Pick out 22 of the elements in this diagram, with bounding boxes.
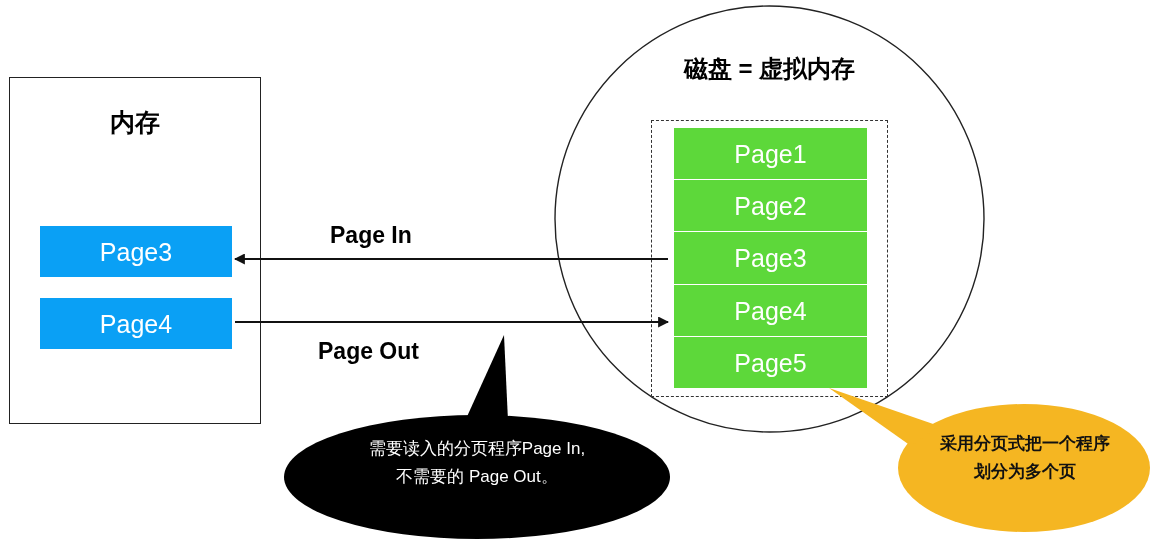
page-block <box>40 298 232 349</box>
page-label: Page3 <box>98 237 174 266</box>
page-block <box>674 285 867 336</box>
page-label: Page4 <box>98 309 174 338</box>
page-label: Page1 <box>733 139 808 168</box>
panel-title: 内存 <box>109 107 161 138</box>
callout-text: 需要读入的分页程序Page In,不需要的 Page Out。 <box>367 438 587 488</box>
page-block <box>674 337 867 388</box>
arrow <box>233 253 668 265</box>
page-label: Page3 <box>733 243 808 273</box>
page-label: Page4 <box>733 296 808 325</box>
disk-title: 磁盘 = 虚拟内存 <box>682 54 857 84</box>
page-block <box>674 232 867 284</box>
dashed-group-box <box>651 120 888 397</box>
page-label: Page2 <box>733 191 808 220</box>
arrow <box>235 316 670 328</box>
page-block <box>674 128 867 179</box>
page-block <box>40 226 232 277</box>
page-label: Page5 <box>733 348 808 377</box>
callout-text: 采用分页式把一个程序划分为多个页 <box>939 433 1111 483</box>
memory-panel <box>9 77 261 424</box>
page-block <box>674 180 867 231</box>
